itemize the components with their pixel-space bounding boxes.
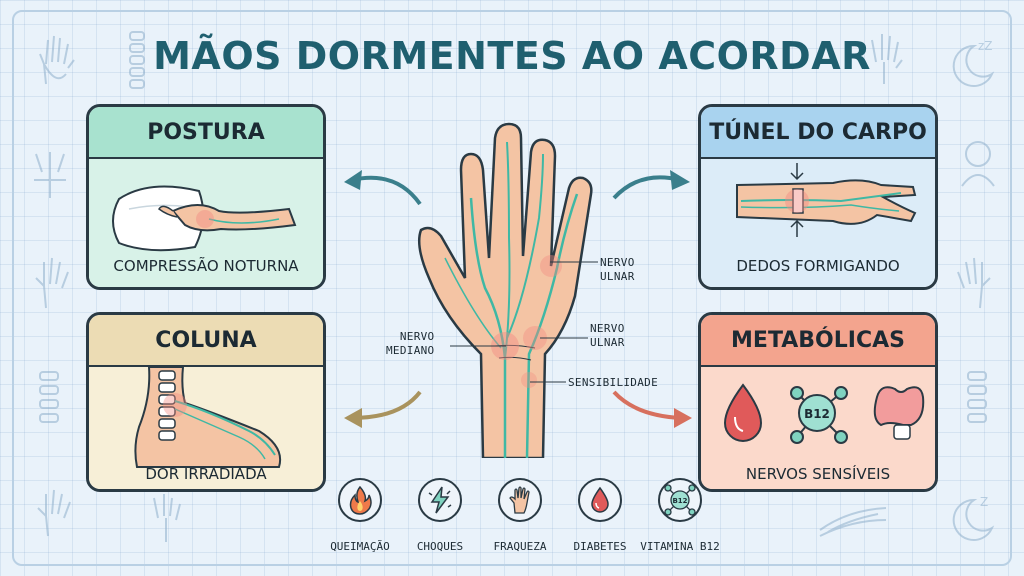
spine-left-decor-icon	[34, 370, 64, 430]
arm-nerve-decor-icon	[818, 500, 888, 544]
hand-skeleton-bottom-decor-icon	[148, 494, 184, 548]
hand-outline-decor-icon	[36, 34, 78, 90]
spine-decor-icon	[124, 30, 150, 94]
card-coluna: COLUNA DOR IRRADIADA	[86, 312, 326, 492]
card-heading: COLUNA	[89, 315, 323, 367]
moon-sleep-decor-icon: zZ	[944, 34, 1000, 94]
symptom-choques: CHOQUES	[400, 478, 480, 553]
symptom-label: VITAMINA B12	[640, 540, 720, 553]
symptom-queimacao: QUEIMAÇÃO	[320, 478, 400, 553]
card-caption: COMPRESSÃO NOTURNA	[113, 257, 299, 275]
pillow-arm-illustration-icon	[112, 185, 297, 252]
wrist-compression-illustration-icon	[736, 163, 917, 237]
symptom-label: CHOQUES	[416, 540, 464, 553]
nerve-hand-decor-icon	[30, 150, 70, 204]
hand-nerves-illustration-icon	[418, 122, 593, 458]
b12-small-badge: B12	[672, 497, 687, 505]
svg-text:zZ: zZ	[978, 39, 993, 53]
head-decor-icon	[958, 138, 998, 192]
neck-spine-illustration-icon	[134, 367, 281, 468]
hand-left-decor-icon	[32, 256, 72, 314]
symptoms-row: QUEIMAÇÃO CHOQUES FRAQUEZA DIABETES	[320, 478, 720, 568]
card-heading: POSTURA	[89, 107, 323, 159]
symptom-label: DIABETES	[573, 540, 627, 553]
hand-bottom-left-decor-icon	[34, 488, 74, 542]
b12-molecule-icon: B12	[664, 484, 696, 516]
card-postura: POSTURA COMPRESSÃO NOTURNA	[86, 104, 326, 290]
page-frame	[12, 10, 1012, 566]
label-nervo-mediano: NERVO MEDIANO	[386, 330, 435, 357]
card-metabolicas: METABÓLICAS B12 NERVOS SENSÍVEIS	[698, 312, 938, 492]
card-tunel-do-carpo: TÚNEL DO CARPO DEDOS FORMIGANDO	[698, 104, 938, 290]
flame-icon	[349, 485, 372, 515]
moon-bottom-decor-icon: Z	[944, 488, 1000, 548]
hand-icon	[509, 486, 530, 514]
b12-badge: B12	[804, 407, 830, 421]
hand-skeleton-decor-icon	[866, 32, 904, 90]
symptom-label: QUEIMAÇÃO	[330, 540, 390, 553]
lightning-icon	[428, 486, 452, 514]
metabolic-icons-illustration: B12	[723, 383, 925, 444]
blood-drop-icon	[591, 486, 609, 513]
page-title: MÃOS DORMENTES AO ACORDAR	[153, 34, 871, 78]
card-heading: METABÓLICAS	[701, 315, 935, 367]
label-nervo-ulnar-mid: NERVO ULNAR	[590, 322, 625, 349]
symptom-diabetes: DIABETES	[560, 478, 640, 553]
symptom-label: FRAQUEZA	[493, 540, 547, 553]
card-caption: DEDOS FORMIGANDO	[736, 257, 900, 275]
card-caption: DOR IRRADIADA	[145, 465, 267, 483]
symptom-fraqueza: FRAQUEZA	[480, 478, 560, 553]
hand-right-decor-icon	[956, 256, 996, 314]
symptom-vitamina-b12: B12 VITAMINA B12	[640, 478, 720, 553]
svg-text:Z: Z	[980, 495, 988, 509]
card-caption: NERVOS SENSÍVEIS	[745, 465, 891, 483]
spine-right-decor-icon	[962, 370, 992, 430]
label-sensibilidade: SENSIBILIDADE	[568, 376, 658, 389]
label-nervo-ulnar-top: NERVO ULNAR	[600, 256, 635, 283]
card-heading: TÚNEL DO CARPO	[701, 107, 935, 159]
